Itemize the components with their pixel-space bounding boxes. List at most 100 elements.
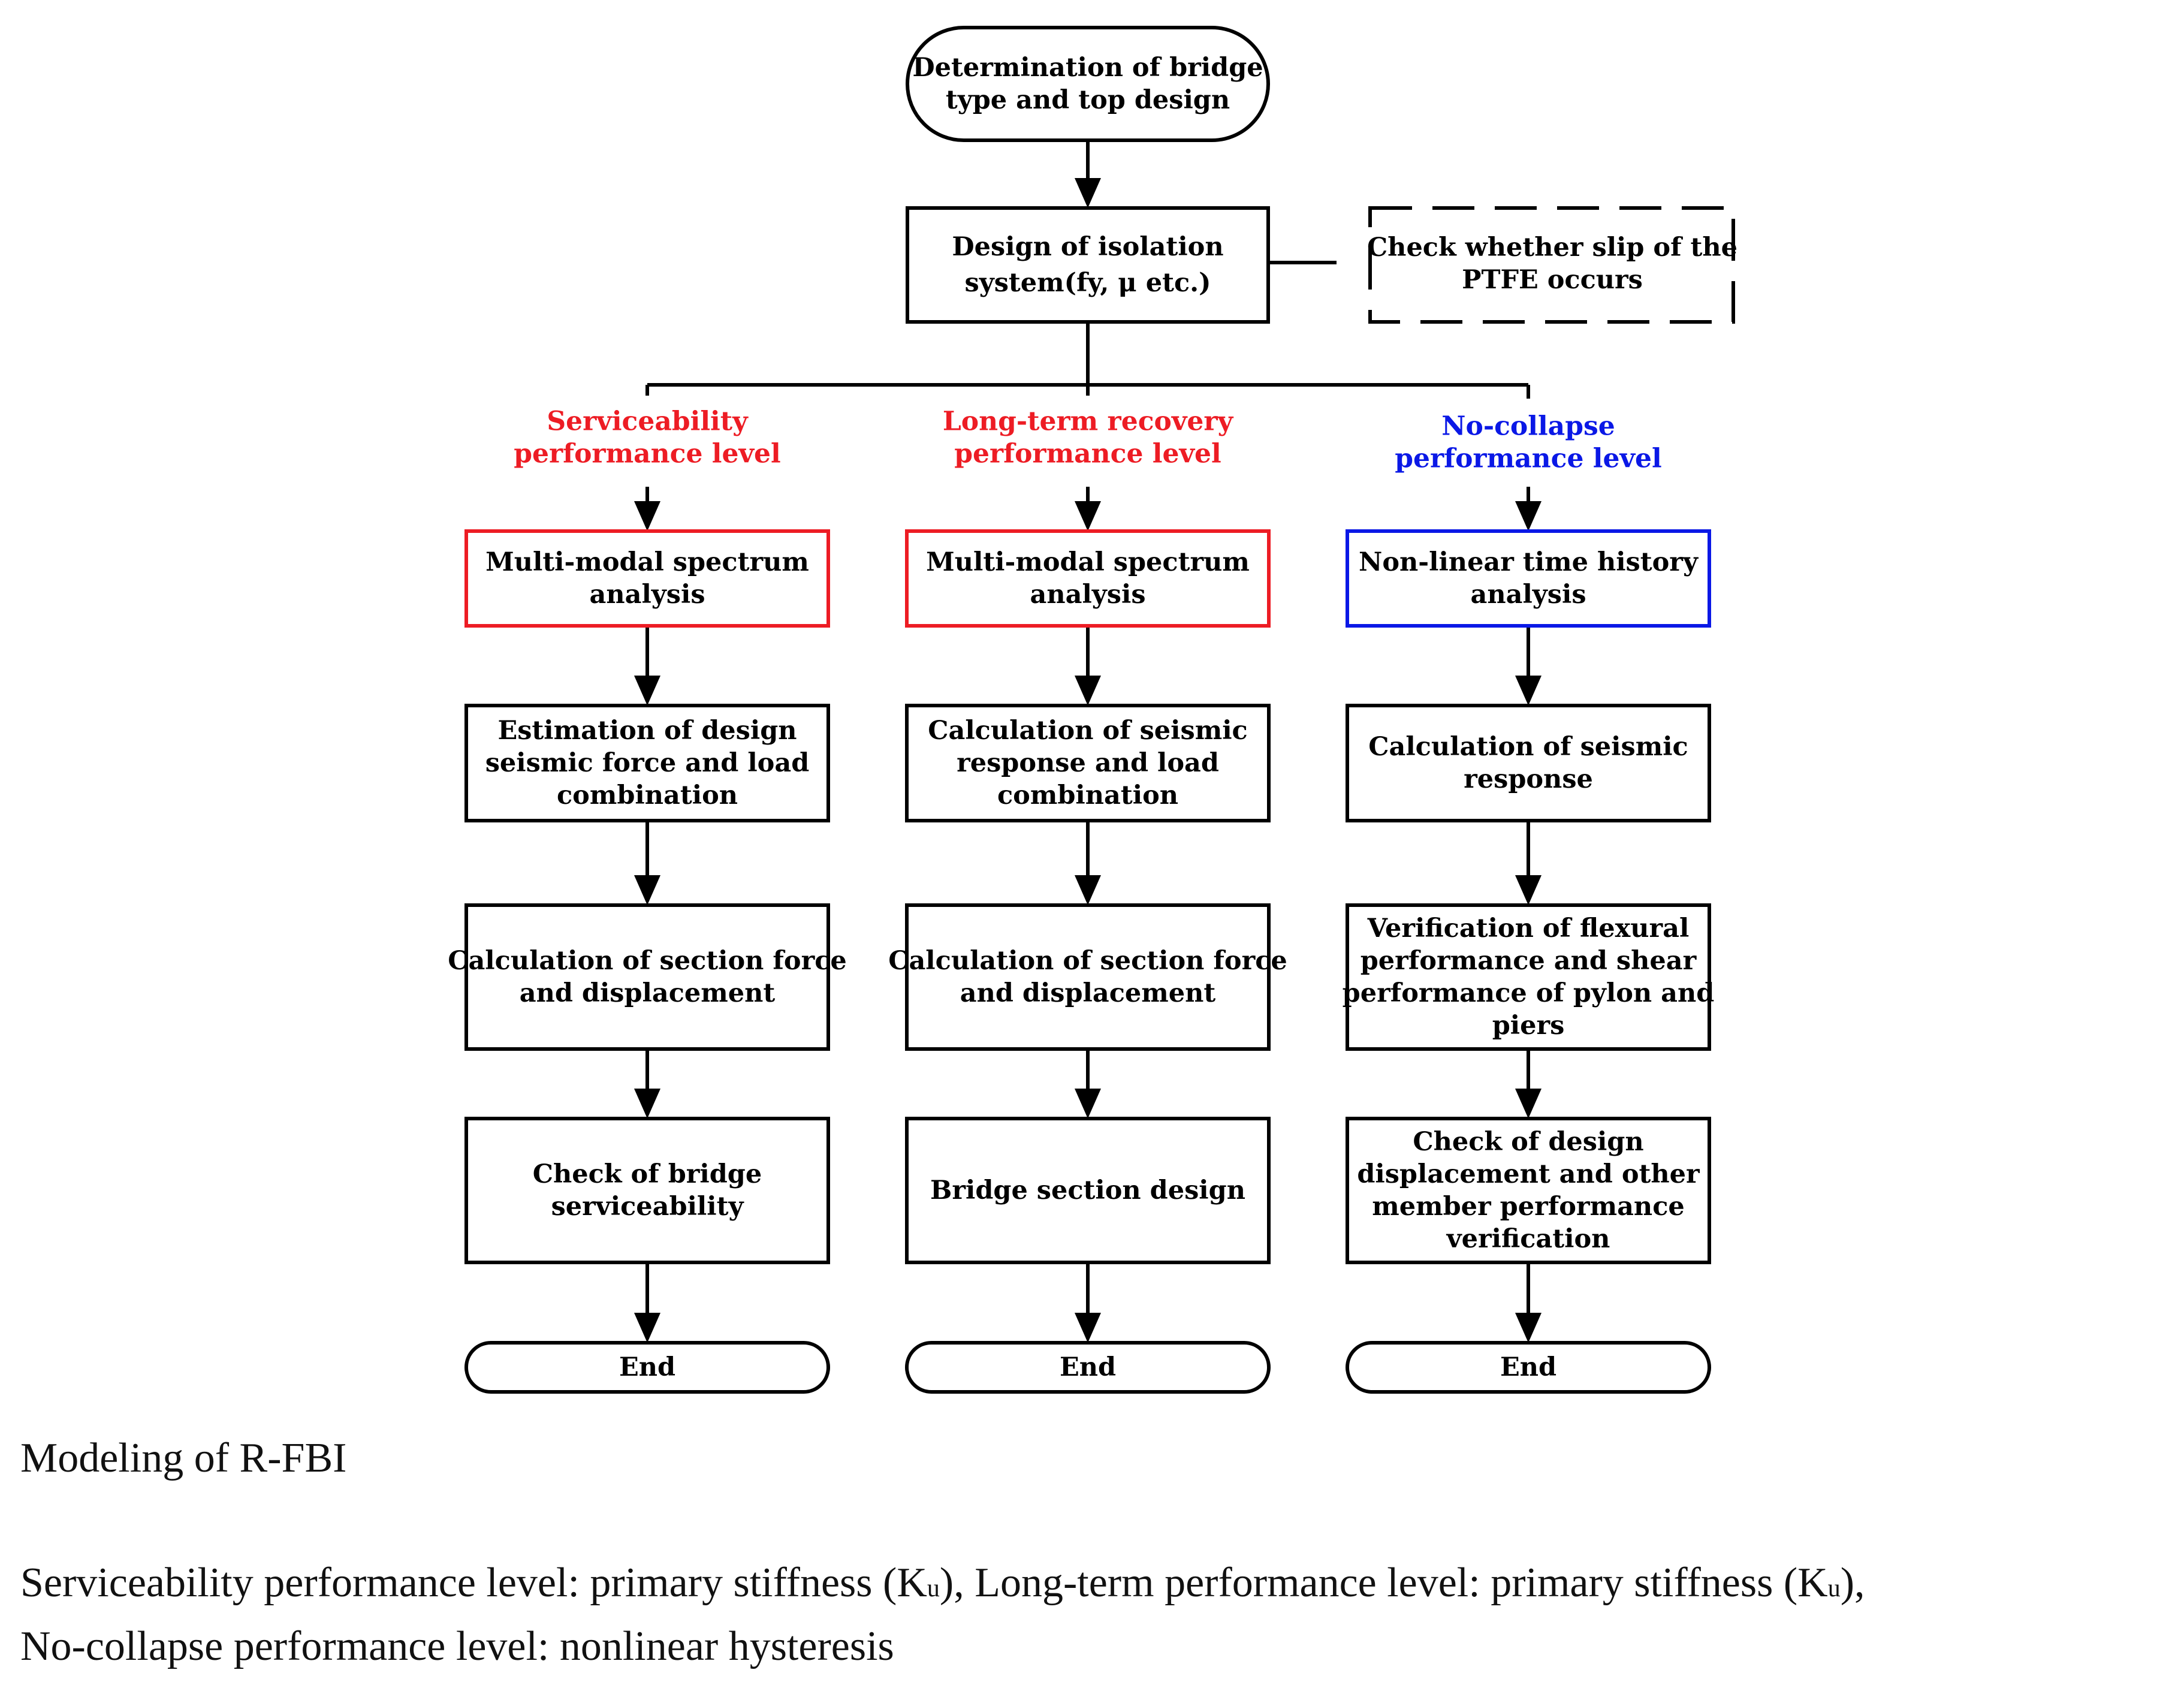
check-ptfe-label-line-1: Check whether slip of the [1367,233,1737,263]
analysis-label-no-collapse-line-2: analysis [1470,580,1586,610]
analysis-box-serviceability [464,529,830,628]
step4-label-no-collapse-line-3: member performance [1372,1192,1684,1222]
step2-label-serviceability-line-1: Estimation of design [497,716,797,746]
start-node [906,26,1270,142]
step2-box-long-term [905,704,1271,822]
analysis-label-no-collapse-line-1: Non-linear time history [1359,547,1699,577]
step2-label-serviceability-line-2: seismic force and load [485,748,810,778]
arrow-step4-to-end-no-collapse-head [1515,1313,1542,1343]
end-label-long-term-line-1: End [1060,1352,1116,1382]
arrow-step3-to-step4-no-collapse-head [1515,1089,1542,1119]
step4-label-serviceability-line-2: serviceability [551,1192,745,1222]
check-ptfe-box [1368,206,1735,324]
analysis-box-long-term [905,529,1271,628]
step3-label-long-term-line-2: and displacement [960,978,1216,1008]
arrow-analysis-to-step2-long-term-head [1075,676,1101,706]
end-label-serviceability: End [619,1352,675,1382]
arrow-level-to-analysis-no-collapse-head [1515,501,1542,531]
step3-box-no-collapse [1346,903,1711,1051]
step4-label-no-collapse-line-1: Check of design [1413,1127,1643,1157]
isolation-design-label-line-1: Design of isolation [952,232,1223,262]
step2-label-long-term-line-2: response and load [957,748,1219,778]
arrow-analysis-to-step2-serviceability-head [634,676,660,706]
step4-label-no-collapse-line-2: displacement and other [1357,1159,1700,1189]
level-label-serviceability-line-2: performance level [514,439,781,469]
step2-box-no-collapse [1346,704,1711,822]
step2-label-long-term-line-3: combination [997,780,1178,810]
connectors [634,140,1542,1343]
step4-label-long-term-line-1: Bridge section design [930,1175,1245,1205]
isolation-design-box [906,206,1270,324]
level-label-long-term-line-2: performance level [954,439,1221,469]
isolation-design-label: Design of isolation system(fy, μ etc.) [952,232,1223,298]
caption-subscript-2: u [1827,1575,1841,1602]
level-label-serviceability-line-1: Serviceability [547,406,749,437]
end-node-long-term [905,1341,1271,1394]
end-label-no-collapse: End [1500,1352,1556,1382]
step2-label-serviceability-line-3: combination [557,780,738,810]
step2-box-serviceability [464,704,830,822]
end-label-serviceability-line-1: End [619,1352,675,1382]
start-node-label-line-2: type and top design [946,85,1230,115]
level-label-long-term-line-1: Long-term recovery [943,406,1234,437]
arrow-analysis-to-step2-no-collapse-head [1515,676,1542,706]
caption-line1-part-b: ), Long-term performance level: primary … [939,1560,1828,1606]
arrow-step4-to-end-long-term-head [1075,1313,1101,1343]
arrow-step3-to-step4-serviceability-head [634,1089,660,1119]
end-label-long-term: End [1060,1352,1116,1382]
caption-subscript-1: u [927,1575,940,1602]
step3-box-long-term [905,903,1271,1051]
end-label-no-collapse-line-1: End [1500,1352,1556,1382]
caption-modeling: Modeling of R-FBI [20,1435,347,1481]
step3-label-no-collapse-line-2: performance and shear [1361,946,1697,976]
step3-box-serviceability [464,903,830,1051]
isolation-design-label-line-2: system(fy, μ etc.) [965,268,1211,298]
analysis-label-serviceability-line-2: analysis [589,580,705,610]
caption-nonlinear-line: No-collapse performance level: nonlinear… [20,1623,894,1669]
arrow-level-to-analysis-serviceability-head [634,501,660,531]
analysis-box-no-collapse [1346,529,1711,628]
step4-label-serviceability-line-1: Check of bridge [533,1159,762,1189]
step3-label-serviceability-line-1: Calculation of section force [448,946,847,976]
arrow-step3-to-step4-long-term-head [1075,1089,1101,1119]
step4-label-no-collapse-line-4: verification [1446,1224,1610,1254]
caption-stiffness-line: Serviceability performance level: primar… [20,1562,1865,1604]
step4-box-serviceability [464,1117,830,1264]
level-label-no-collapse-line-1: No-collapse [1441,411,1615,442]
step2-label-long-term-line-1: Calculation of seismic [928,716,1247,746]
step3-label-no-collapse-line-4: piers [1492,1011,1565,1041]
analysis-label-serviceability-line-1: Multi-modal spectrum [485,547,809,577]
end-node-serviceability [464,1341,830,1394]
analysis-label-long-term-line-1: Multi-modal spectrum [926,547,1250,577]
step4-box-long-term [905,1117,1271,1264]
arrow-start-to-isolation-head [1075,178,1101,208]
analysis-label-long-term-line-2: analysis [1030,580,1145,610]
start-node-label-line-1: Determination of bridge [912,53,1263,83]
caption-line1-part-a: Serviceability performance level: primar… [20,1560,927,1606]
level-label-no-collapse-line-2: performance level [1395,444,1662,474]
step3-label-no-collapse-line-3: performance of pylon and [1343,978,1715,1008]
arrow-step2-to-step3-no-collapse-head [1515,875,1542,905]
step3-label-serviceability-line-2: and displacement [520,978,776,1008]
arrow-step2-to-step3-serviceability-head [634,875,660,905]
caption-line1-part-c: ), [1840,1560,1865,1606]
step3-label-long-term-line-1: Calculation of section force [888,946,1287,976]
arrow-step4-to-end-serviceability-head [634,1313,660,1343]
